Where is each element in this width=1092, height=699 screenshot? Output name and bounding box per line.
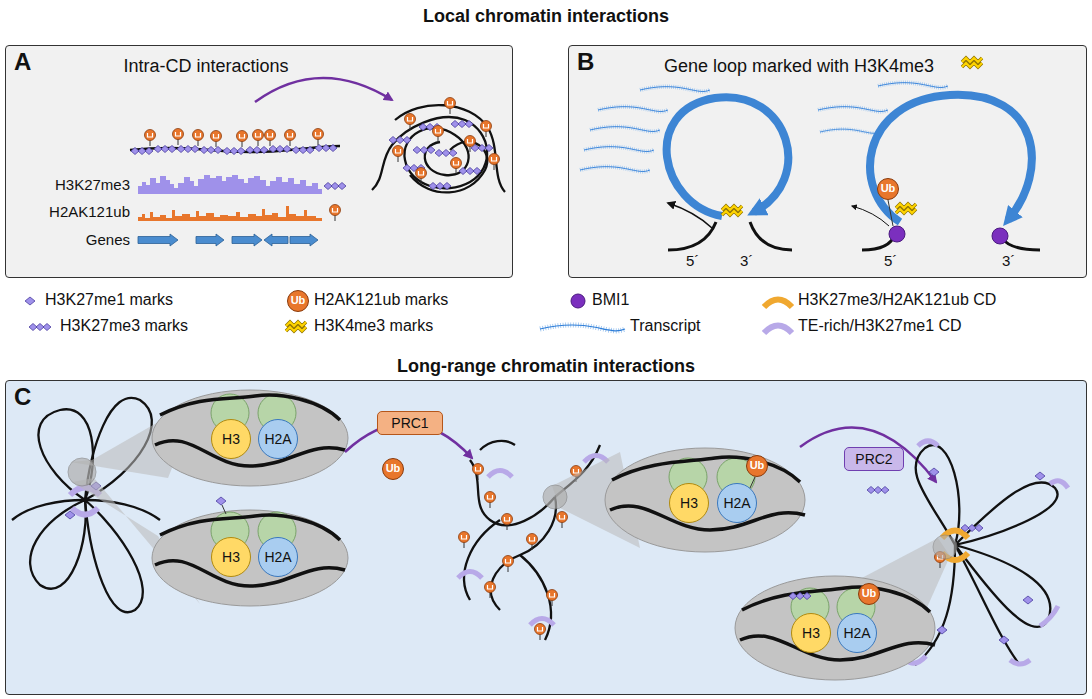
node-label: H3	[680, 495, 698, 511]
legend-text: H3K27me3 marks	[60, 317, 188, 335]
legend-text: H3K4me3 marks	[314, 317, 433, 335]
section-title: Local chromatin interactions	[0, 6, 1092, 27]
node-label: H2A	[723, 495, 750, 511]
panel-letter: C	[14, 383, 31, 411]
panel-heading: Intra-CD interactions	[86, 56, 326, 77]
section-title: Long-range chromatin interactions	[0, 356, 1092, 377]
node-label: H2A	[264, 549, 291, 565]
legend-icon	[764, 326, 792, 334]
ub-icon: Ub	[287, 290, 309, 312]
node-label: H2A	[843, 625, 870, 641]
histone-h3: H3	[211, 419, 251, 459]
histone-h2a: H2A	[837, 613, 877, 653]
track-label: H3K27me3	[20, 176, 130, 193]
legend-text: H2AK121ub marks	[314, 291, 448, 309]
legend-text: TE-rich/H3K27me1 CD	[798, 317, 962, 335]
legend-text: BMI1	[592, 291, 629, 309]
legend-icon	[764, 300, 792, 308]
ub-icon: Ub	[746, 455, 768, 477]
panel-box: B Gene loop marked with H3K4me3	[568, 45, 1087, 278]
node-label: H3	[802, 625, 820, 641]
panel-box: CH3H2AH3H2APRC1H3H2APRC2H3H2A	[5, 380, 1087, 695]
legend-icon	[286, 322, 306, 331]
histone-h3: H3	[791, 613, 831, 653]
complex-box: PRC2	[844, 447, 904, 471]
node-label: PRC1	[391, 415, 428, 431]
histone-h2a: H2A	[258, 537, 298, 577]
ub-icon: Ub	[877, 178, 899, 200]
legend-icon	[29, 324, 51, 331]
node-label: H3	[222, 549, 240, 565]
panel-heading: Gene loop marked with H3K4me3	[609, 56, 989, 77]
ub-icon: Ub	[382, 458, 404, 480]
legend-text: Transcript	[630, 317, 701, 335]
end-label: 3´	[1002, 252, 1015, 269]
histone-h3: H3	[669, 483, 709, 523]
panel-box: A Intra-CD interactions	[5, 45, 513, 278]
legend-text: H3K27me1 marks	[45, 291, 173, 309]
panel-letter: B	[577, 48, 594, 76]
histone-h2a: H2A	[258, 419, 298, 459]
legend-icon	[540, 325, 625, 331]
node-label: PRC2	[855, 451, 892, 467]
end-label: 5´	[686, 252, 699, 269]
track-label: Genes	[20, 231, 130, 248]
end-label: 5´	[884, 252, 897, 269]
end-label: 3´	[740, 252, 753, 269]
legend-text: H3K27me3/H2AK121ub CD	[798, 291, 996, 309]
node-label: H2A	[264, 431, 291, 447]
node-label: H3	[222, 431, 240, 447]
legend-icon	[571, 294, 585, 308]
histone-h3: H3	[211, 537, 251, 577]
ub-icon: Ub	[858, 583, 880, 605]
track-label: H2AK121ub	[20, 203, 130, 220]
legend-icon	[25, 297, 35, 305]
panel-letter: A	[14, 48, 31, 76]
histone-h2a: H2A	[717, 483, 757, 523]
complex-box: PRC1	[377, 411, 443, 435]
